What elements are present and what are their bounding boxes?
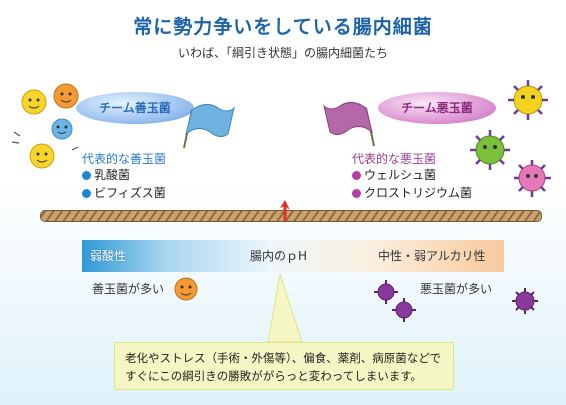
list-item: 乳酸菌 (82, 166, 166, 184)
ph-center-label: 腸内のｐH (250, 249, 308, 263)
bullet-icon (82, 189, 91, 198)
list-item: ウェルシュ菌 (352, 166, 472, 184)
blue-flag-icon (183, 104, 235, 149)
ph-alkaline-label: 中性・弱アルカリ性 (378, 249, 486, 263)
bad-team-badge: チーム悪玉菌 (378, 92, 496, 124)
tug-of-war-rope (40, 210, 542, 222)
list-item: クロストリジウム菌 (352, 184, 472, 202)
list-item: ビフィズス菌 (82, 184, 166, 202)
good-bacteria-heading: 代表的な善玉菌 (82, 152, 167, 166)
good-bacteria-faces (11, 83, 79, 169)
pink-germ-icon (514, 160, 551, 197)
yellow-face-icon (29, 143, 55, 169)
good-team-badge: チーム善玉菌 (76, 92, 194, 124)
rope-center-marker-icon (280, 200, 290, 222)
orange-face-icon (53, 83, 79, 109)
bullet-icon (352, 171, 361, 180)
note-line: すぐにこの綱引きの勝敗ががらっと変わってしまいます。 (125, 369, 423, 383)
note-line: 老化やストレス（手術・外傷等）、偏食、薬剤、病原菌などで (125, 351, 442, 365)
good-bacteria-list: 乳酸菌 ビフィズス菌 (82, 166, 166, 202)
bullet-icon (82, 171, 91, 180)
purple-flag-icon (323, 102, 375, 147)
page-title: 常に勢力争いをしている腸内細菌 (133, 16, 433, 38)
bad-bacteria-germs (470, 80, 551, 197)
note-box: 老化やストレス（手術・外傷等）、偏食、薬剤、病原菌などで すぐにこの綱引きの勝敗… (114, 342, 454, 390)
orange-face-icon (174, 277, 198, 301)
purple-germ-icon (512, 288, 538, 314)
purple-germs-icon (374, 280, 416, 322)
yellow-face-icon (21, 89, 47, 115)
ph-scale-bar (82, 240, 504, 272)
good-majority-label: 善玉菌が多い (92, 282, 165, 296)
blue-face-icon (51, 118, 73, 140)
ph-acidic-label: 弱酸性 (90, 249, 127, 263)
bad-majority-label: 悪玉菌が多い (420, 282, 493, 296)
bad-bacteria-list: ウェルシュ菌 クロストリジウム菌 (352, 166, 472, 202)
bad-bacteria-heading: 代表的な悪玉菌 (352, 152, 437, 166)
bullet-icon (352, 189, 361, 198)
callout-pointer (267, 273, 303, 343)
green-germ-icon (470, 130, 510, 170)
yellow-germ-icon (508, 80, 548, 120)
page-subtitle: いわば、「綱引き状態」の腸内細菌たち (177, 46, 388, 60)
